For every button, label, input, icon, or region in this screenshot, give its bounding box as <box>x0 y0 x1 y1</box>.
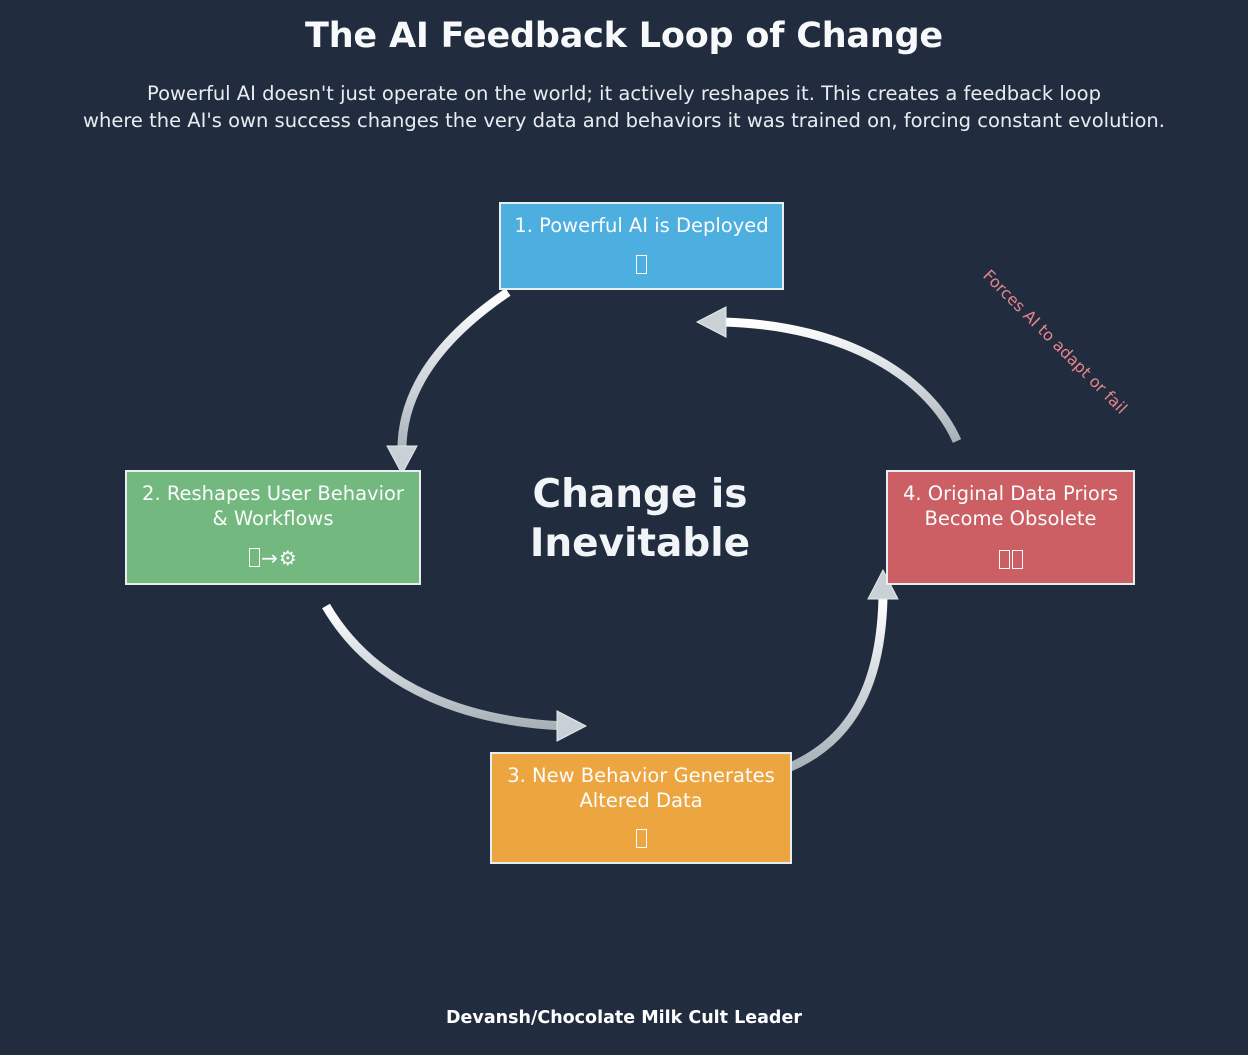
arrow-1-to-2 <box>386 288 511 476</box>
node-original-data-priors-obsolete[interactable]: 4. Original Data Priors Become Obsolete <box>886 470 1135 585</box>
page-title: The AI Feedback Loop of Change <box>305 16 943 56</box>
node-4-title-line-1: 4. Original Data Priors <box>902 482 1119 505</box>
missing-glyph-tofu-icon <box>635 829 647 848</box>
arrow-right-gear-icon: →⚙ <box>261 546 298 570</box>
node-4-title: 4. Original Data Priors Become Obsolete <box>888 481 1133 531</box>
node-reshapes-user-behavior[interactable]: 2. Reshapes User Behavior & Workflows →⚙ <box>125 470 421 585</box>
missing-glyph-tofu-icon <box>249 548 261 567</box>
arrow-3-to-4 <box>786 568 899 773</box>
subtitle-line-2: where the AI's own success changes the v… <box>83 109 1165 132</box>
node-new-behavior-generates-data[interactable]: 3. New Behavior Generates Altered Data <box>490 752 792 864</box>
node-4-title-line-2: Become Obsolete <box>924 507 1097 530</box>
node-2-title-line-2: & Workflows <box>212 507 334 530</box>
node-3-icon <box>635 826 648 848</box>
node-4-icon <box>998 547 1024 569</box>
center-caption: Change is Inevitable <box>444 470 836 568</box>
footer-credit: Devansh/Chocolate Milk Cult Leader <box>446 1008 802 1028</box>
node-1-icon <box>635 252 648 274</box>
center-caption-line-1: Change is <box>532 472 748 517</box>
arrow-4-to-1 <box>695 306 962 443</box>
node-3-title-line-2: Altered Data <box>579 789 703 812</box>
missing-glyph-tofu-icon <box>998 550 1010 569</box>
node-2-title-line-1: 2. Reshapes User Behavior <box>142 482 404 505</box>
arrow-2-to-3 <box>322 603 588 742</box>
missing-glyph-tofu-icon-2 <box>1011 550 1023 569</box>
node-1-title: 1. Powerful AI is Deployed <box>514 214 769 237</box>
page-subtitle: Powerful AI doesn't just operate on the … <box>0 80 1248 134</box>
node-2-title: 2. Reshapes User Behavior & Workflows <box>127 481 419 531</box>
center-caption-line-2: Inevitable <box>529 521 751 566</box>
node-3-title: 3. New Behavior Generates Altered Data <box>492 763 790 813</box>
node-3-title-line-1: 3. New Behavior Generates <box>507 764 775 787</box>
subtitle-line-1: Powerful AI doesn't just operate on the … <box>147 82 1101 105</box>
node-2-icon: →⚙ <box>248 545 298 569</box>
node-powerful-ai-deployed[interactable]: 1. Powerful AI is Deployed <box>499 202 784 290</box>
missing-glyph-tofu-icon <box>636 255 647 274</box>
